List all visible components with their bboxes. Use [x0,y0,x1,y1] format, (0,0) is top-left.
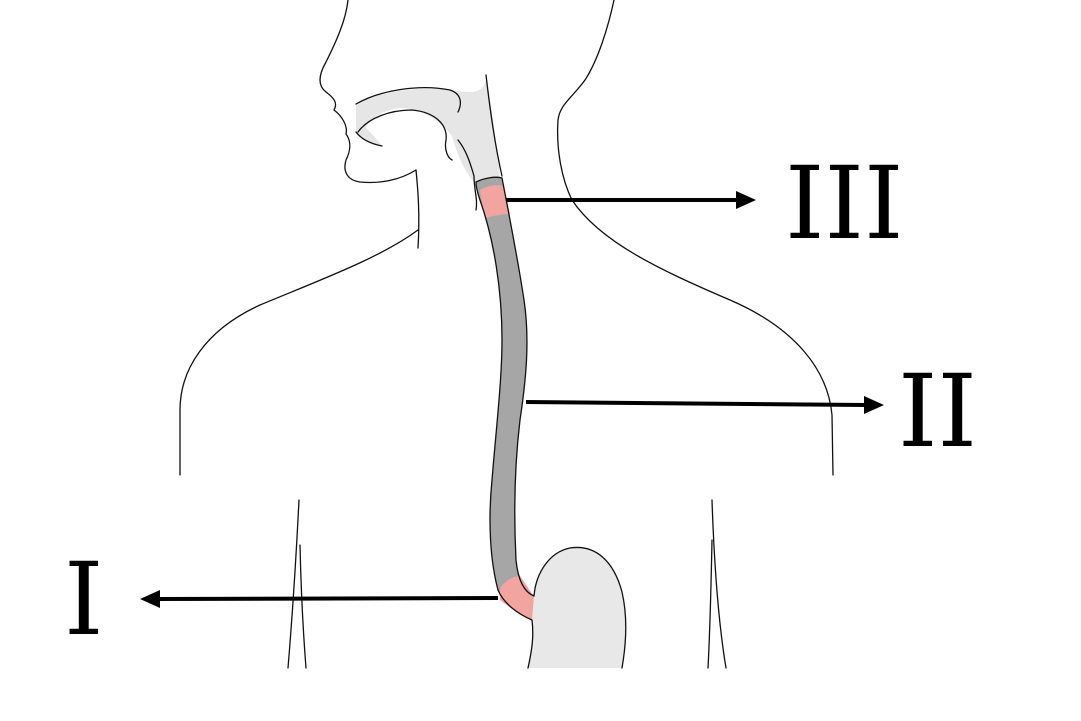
lower-esophageal-sphincter [500,576,536,620]
esophagus-tube [476,177,534,620]
lower-lip [355,131,383,147]
stomach-body [528,547,626,668]
label-middle: II [898,353,977,470]
torso-left-line-2 [299,544,307,669]
right-shoulder [571,199,834,476]
arrow-lower [140,590,499,608]
tongue-outline [357,109,453,161]
oral-cavity [355,74,503,211]
torso-right-line-2 [707,539,713,669]
epiglottis [457,139,478,211]
arrow-upper [506,191,756,209]
pharynx [356,75,500,182]
torso-left-line [287,499,300,669]
torso-right-line [711,499,727,669]
upper-esophageal-sphincter [480,185,510,218]
stomach-outline [527,546,627,669]
left-shoulder [179,229,419,476]
stomach [527,546,627,669]
arrow-middle [525,396,884,414]
label-lower: I [64,541,104,658]
label-upper: III [785,145,904,262]
esophagus [475,176,536,621]
pharynx-back-wall [485,74,503,177]
head-back [556,0,615,201]
face-profile [319,0,417,184]
neck-front [415,169,420,249]
palate-outline [355,87,462,113]
body-silhouette [179,0,834,669]
esophagus-outline [475,176,535,621]
